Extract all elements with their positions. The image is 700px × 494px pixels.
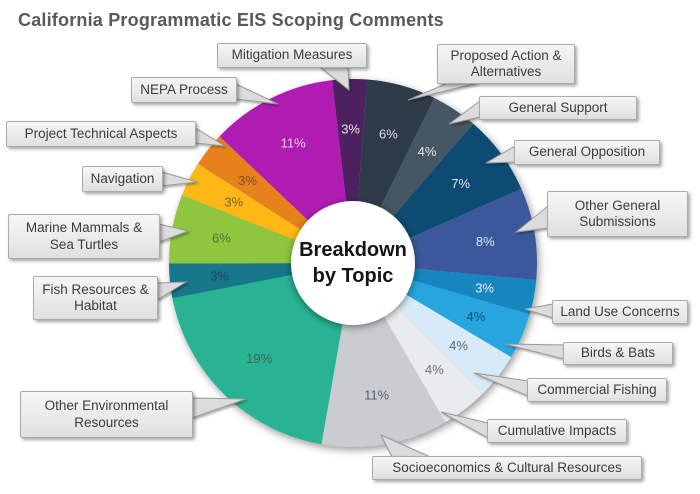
callout-socioeconomics-cultural-resources: Socioeconomics & Cultural Resources — [372, 456, 642, 480]
callout-birds-bats: Birds & Bats — [563, 342, 673, 365]
slice-percent-label: 3% — [475, 281, 494, 296]
slice-percent-labels: 3% 6% 4% 7% 8% 3% 4% 4% 4% 11% 19% 3% 6% 3% 3% 11% — [210, 122, 495, 403]
callout-land-use-concerns: Land Use Concerns — [552, 300, 688, 324]
slice-percent-label: 3% — [341, 122, 360, 137]
callout-cumulative-impacts: Cumulative Impacts — [487, 419, 627, 443]
slice-percent-label: 19% — [246, 351, 272, 366]
callout-nepa-process: NEPA Process — [131, 77, 237, 103]
pie-slice-mitigation-measures[interactable] — [332, 78, 368, 263]
callout-navigation: Navigation — [82, 166, 163, 192]
slice-percent-label: 6% — [379, 126, 398, 141]
slice-percent-label: 11% — [281, 136, 306, 151]
slice-percent-label: 4% — [467, 309, 486, 324]
callout-tail-nepa-process — [235, 83, 279, 105]
callout-commercial-fishing: Commercial Fishing — [527, 378, 667, 402]
callout-fish-resources-habitat: Fish Resources & Habitat — [33, 276, 158, 320]
callout-other-general-submissions: Other General Submissions — [547, 191, 688, 237]
chart-title: California Programmatic EIS Scoping Comm… — [18, 10, 444, 30]
callout-project-technical-aspects: Project Technical Aspects — [6, 121, 196, 147]
callout-general-opposition: General Opposition — [514, 140, 660, 165]
slice-percent-label: 4% — [418, 144, 437, 159]
slice-percent-label: 3% — [210, 269, 229, 284]
slice-percent-label: 4% — [449, 338, 468, 353]
slice-percent-label: 7% — [451, 176, 470, 191]
callout-proposed-action-alternatives: Proposed Action & Alternatives — [437, 44, 575, 84]
slice-percent-label: 3% — [224, 194, 243, 209]
callout-marine-mammals-sea-turtles: Marine Mammals & Sea Turtles — [8, 214, 160, 259]
slice-percent-label: 4% — [425, 362, 444, 377]
slice-percent-label: 11% — [364, 387, 389, 402]
pie-slice-other-environmental-resources[interactable] — [172, 263, 353, 445]
callout-general-support: General Support — [479, 96, 637, 120]
callout-tail-other-environmental-resources — [191, 397, 247, 419]
callout-mitigation-measures: Mitigation Measures — [217, 43, 367, 68]
slice-percent-label: 3% — [238, 173, 257, 188]
donut-hole — [291, 201, 415, 325]
callout-other-environmental-resources: Other Environmental Resources — [20, 391, 193, 438]
slice-percent-label: 6% — [212, 231, 231, 246]
callout-tail-cumulative-impacts — [440, 411, 489, 439]
slice-percent-label: 8% — [476, 234, 495, 249]
